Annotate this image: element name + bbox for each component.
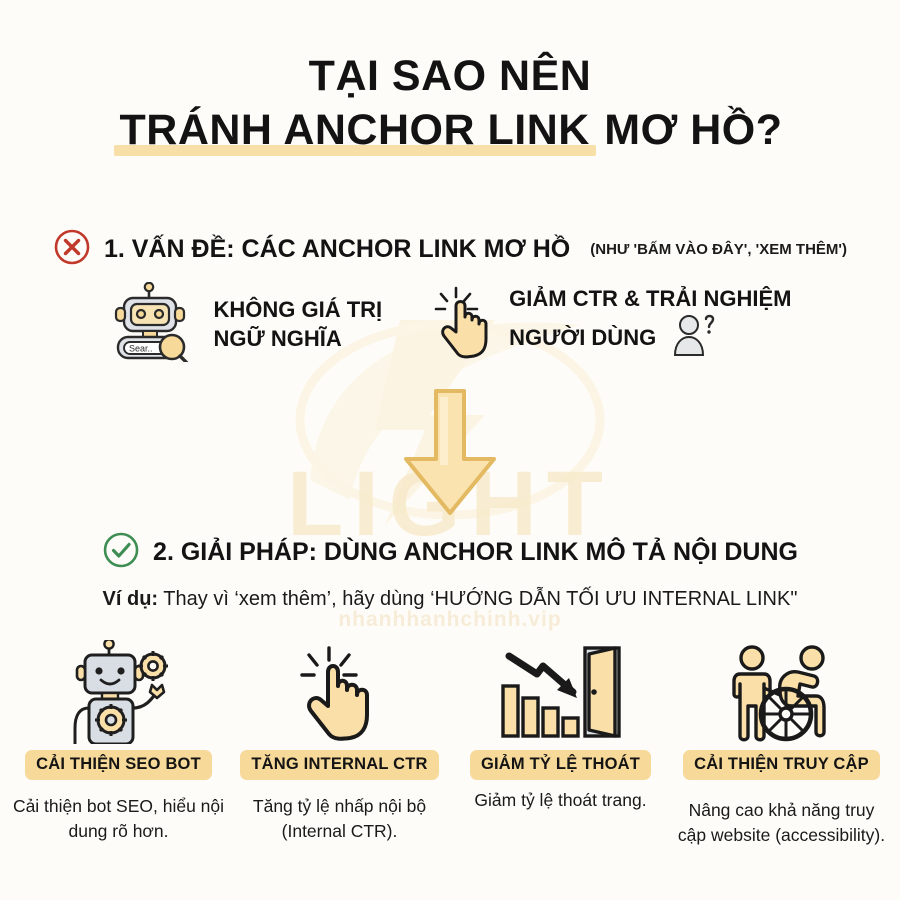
gear-small-icon <box>137 651 168 681</box>
page-title: TẠI SAO NÊN TRÁNH ANCHOR LINK MƠ HỒ? <box>0 52 900 157</box>
problem-item-lower-ctr: GIẢM CTR & TRẢI NGHIỆM NGƯỜI DÙNG <box>434 284 792 365</box>
section-2-title: 2. GIẢI PHÁP: DÙNG ANCHOR LINK MÔ TẢ NỘI… <box>153 538 798 566</box>
benefits-row: CẢI THIỆN SEO BOT Cải thiện bot SEO, hiể… <box>8 636 892 848</box>
problem-items-row: Sear.. KHÔNG GIÁ TRỊ NGỮ NGHĨA <box>0 281 900 367</box>
title-line-1: TẠI SAO NÊN <box>308 52 592 100</box>
benefit-column-accessibility: CẢI THIỆN TRUY CẬP Nâng cao khả năng tru… <box>671 636 892 848</box>
down-arrow-icon <box>398 385 502 526</box>
problem-item-2-text: GIẢM CTR & TRẢI NGHIỆM NGƯỜI DÙNG <box>509 285 792 364</box>
problem-item-2-line-1: GIẢM CTR & TRẢI NGHIỆM <box>509 285 792 311</box>
benefit-column-internal-ctr: TĂNG INTERNAL CTR Tăng tỷ lệ nhấp nội bộ… <box>229 636 450 844</box>
wheelchair-accessibility-icon <box>720 636 844 744</box>
robot-search-caption: Sear.. <box>129 343 153 353</box>
declining-chart-door-icon <box>497 636 625 744</box>
example-label: Ví dụ: <box>102 588 159 610</box>
title-line-2-rest: MƠ HỒ? <box>604 106 783 155</box>
benefit-desc-internal-ctr: Tăng tỷ lệ nhấp nội bộ (Internal CTR). <box>252 796 427 841</box>
benefit-desc-seo-bot: Cải thiện bot SEO, hiểu nội dung rõ hơn. <box>12 796 225 841</box>
title-highlight: TRÁNH ANCHOR LINK <box>113 106 597 157</box>
problem-item-1-text: KHÔNG GIÁ TRỊ NGỮ NGHĨA <box>214 296 383 352</box>
problem-item-no-semantic-value: Sear.. KHÔNG GIÁ TRỊ NGỮ NGHĨA <box>109 281 383 367</box>
problem-item-2-line-2: NGƯỜI DÙNG <box>509 325 657 350</box>
benefit-badge-accessibility: CẢI THIỆN TRUY CẬP <box>683 750 880 780</box>
benefit-desc-accessibility: Nâng cao khả năng truy cập website (acce… <box>677 800 886 845</box>
section-1-subnote: (NHƯ 'BẤM VÀO ĐÂY', 'XEM THÊM') <box>590 241 847 258</box>
robot-gear-icon <box>65 636 173 744</box>
benefit-badge-seo-bot: CẢI THIỆN SEO BOT <box>25 750 212 780</box>
section-1-title: 1. VẤN ĐỀ: CÁC ANCHOR LINK MƠ HỒ <box>104 235 571 263</box>
benefit-column-bounce-rate: GIẢM TỶ LỆ THOÁT Giảm tỷ lệ thoát trang. <box>450 636 671 813</box>
example-text: Thay vì ‘xem thêm’, hãy dùng ‘HƯỚNG DẪN … <box>163 588 798 610</box>
benefit-badge-bounce-rate: GIẢM TỶ LỆ THOÁT <box>469 750 652 780</box>
gear-body-icon <box>94 704 127 736</box>
confused-person-icon <box>670 313 718 364</box>
circle-x-icon <box>53 228 91 271</box>
circle-check-icon <box>102 531 140 574</box>
click-hand-icon <box>297 636 383 744</box>
example-line: Ví dụ: Thay vì ‘xem thêm’, hãy dùng ‘HƯỚ… <box>0 588 900 611</box>
benefit-column-seo-bot: CẢI THIỆN SEO BOT Cải thiện bot SEO, hiể… <box>8 636 229 844</box>
title-line-2: TRÁNH ANCHOR LINK MƠ HỒ? <box>0 106 900 157</box>
benefit-desc-bounce-rate: Giảm tỷ lệ thoát trang. <box>474 790 647 810</box>
section-1-heading: 1. VẤN ĐỀ: CÁC ANCHOR LINK MƠ HỒ (NHƯ 'B… <box>53 228 847 271</box>
problem-item-1-line-2: NGỮ NGHĨA <box>213 325 342 351</box>
robot-search-icon: Sear.. <box>109 281 201 367</box>
section-2-heading: 2. GIẢI PHÁP: DÙNG ANCHOR LINK MÔ TẢ NỘI… <box>102 531 798 574</box>
benefit-badge-internal-ctr: TĂNG INTERNAL CTR <box>240 750 439 780</box>
click-hand-icon <box>434 284 496 365</box>
problem-item-1-line-1: KHÔNG GIÁ TRỊ <box>213 297 383 323</box>
watermark-subtext: nhanhhanhchinh.vip <box>338 608 562 631</box>
